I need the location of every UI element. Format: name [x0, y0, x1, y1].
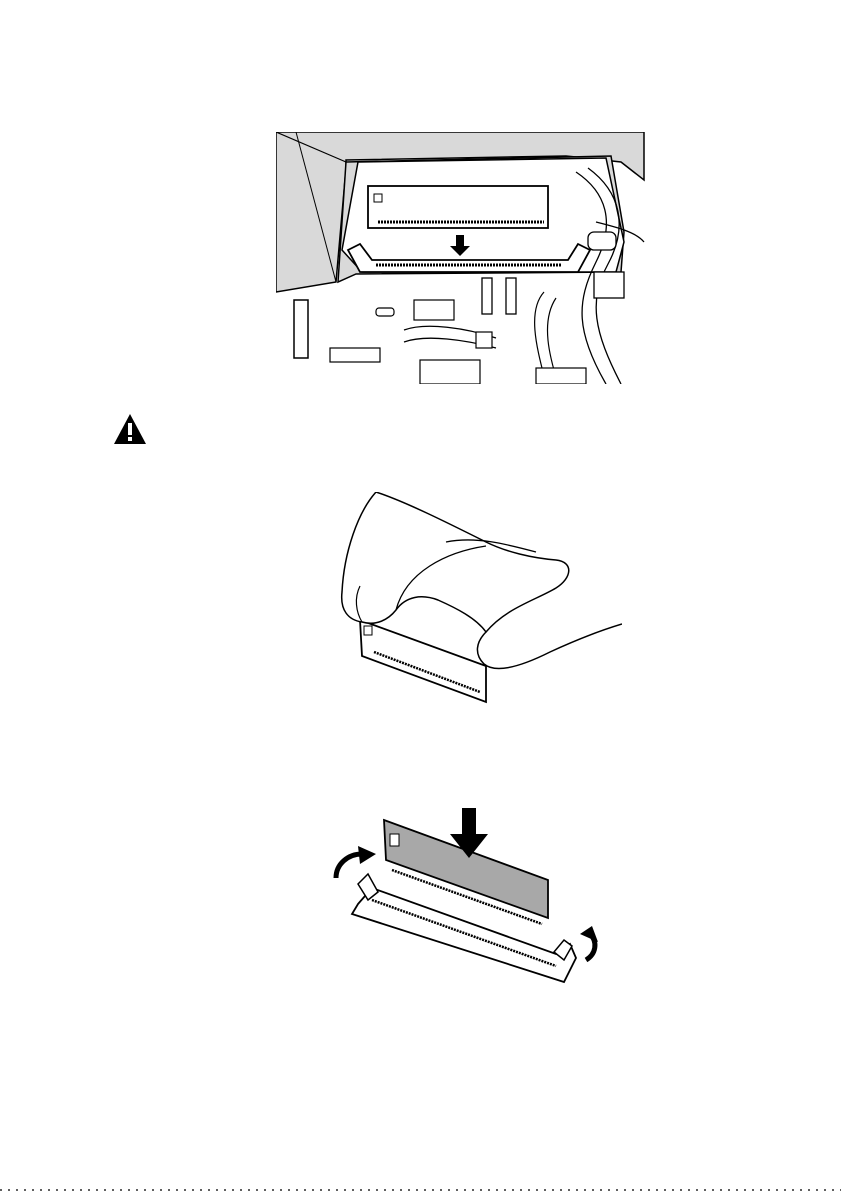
- hand-holding-module-figure: [336, 492, 622, 704]
- memory-module-inserted-into-slot-icon: [328, 804, 608, 986]
- computer-interior-figure: [276, 132, 646, 384]
- hand-holding-memory-module-icon: [336, 492, 622, 704]
- memory-module-in-computer-icon: [276, 132, 646, 384]
- page-bottom-edge: [0, 1188, 841, 1193]
- warning-icon: [112, 412, 148, 446]
- module-insertion-figure: [328, 804, 608, 986]
